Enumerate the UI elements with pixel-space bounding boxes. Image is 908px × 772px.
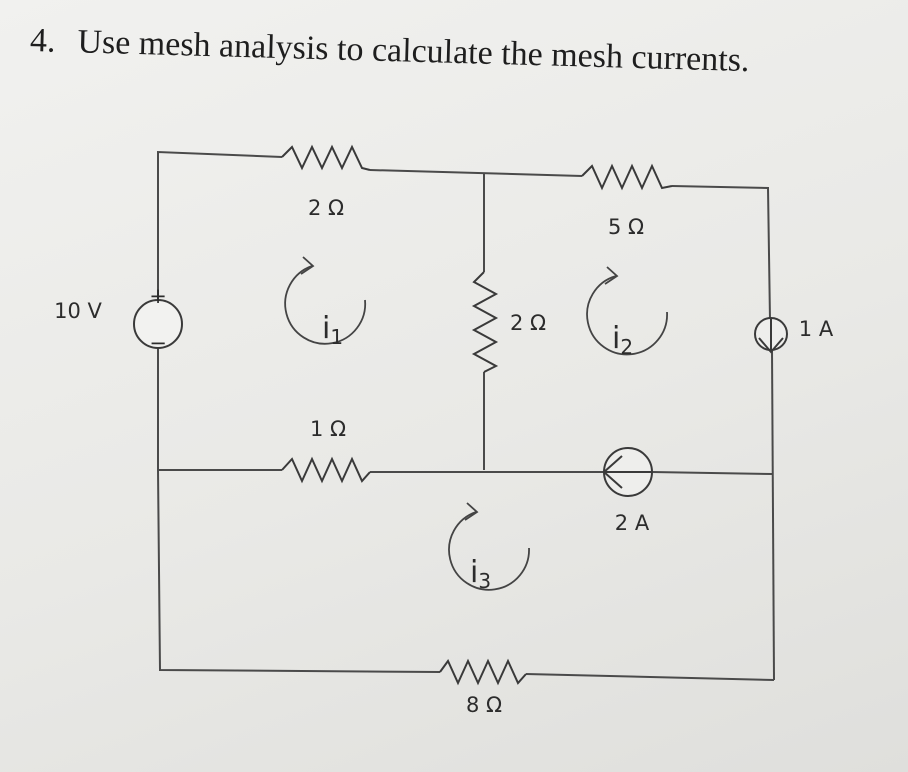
current-source-mid (602, 447, 653, 497)
wire-top-left (157, 150, 283, 300)
label-current-source-right: 1 A (799, 317, 834, 341)
mesh-arrow-i2 (586, 266, 668, 356)
resistor-middle (471, 271, 499, 373)
label-r-mid-left: 1 Ω (310, 417, 346, 441)
label-mesh-i1: i1 (322, 311, 343, 349)
resistor-bottom (439, 658, 527, 686)
voltage-plus: + (149, 284, 167, 308)
label-r-middle: 2 Ω (510, 311, 546, 335)
current-source-right (754, 317, 788, 354)
wires (157, 150, 775, 681)
label-voltage-source: 10 V (54, 299, 102, 323)
resistor-mid-left (281, 456, 371, 484)
wire-bottom-right (525, 673, 775, 681)
label-mesh-i3: i3 (470, 555, 491, 593)
wire-right-lower (771, 349, 775, 681)
label-r-bottom: 8 Ω (466, 693, 502, 717)
label-r-top-right: 5 Ω (608, 215, 644, 239)
label-current-source-mid: 2 A (615, 511, 650, 535)
resistor-top-left (281, 144, 371, 171)
wire-left-lower (157, 348, 441, 673)
voltage-source: + − (133, 284, 183, 355)
wire-top-right (671, 185, 771, 321)
label-r-top-left: 2 Ω (308, 196, 344, 220)
wire-mid-right (651, 471, 773, 475)
voltage-minus: − (149, 331, 167, 355)
mesh-arrow-i1 (284, 256, 367, 345)
mesh-arrow-i3 (448, 502, 530, 591)
label-mesh-i2: i2 (612, 321, 633, 359)
wire-top-mid (369, 169, 583, 177)
resistor-top-right (581, 163, 673, 191)
